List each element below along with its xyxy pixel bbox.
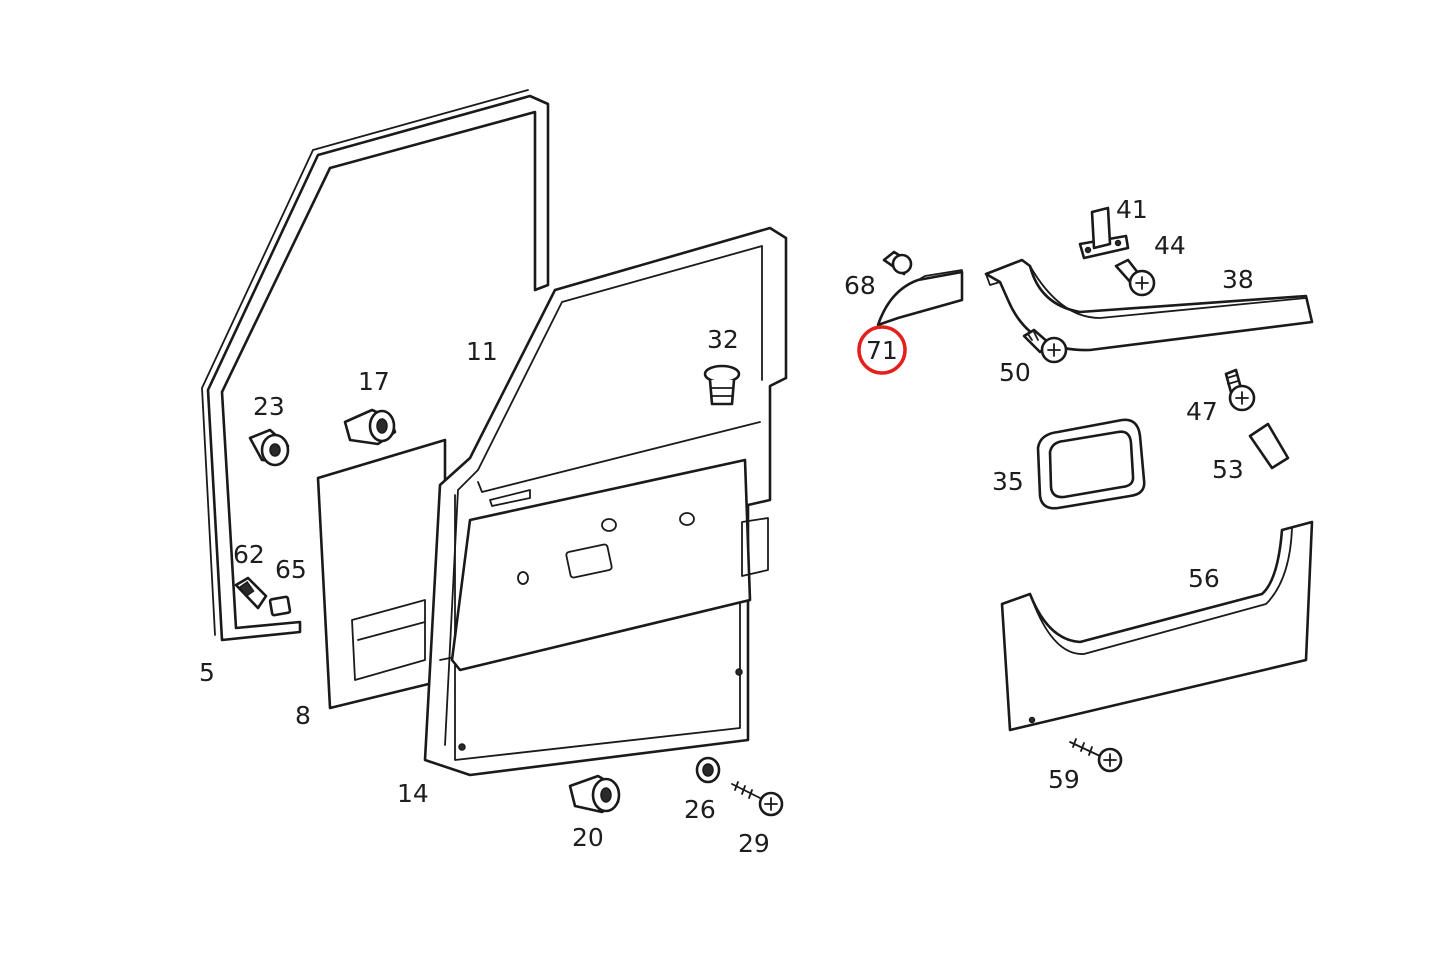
label-35: 35 bbox=[992, 467, 1024, 496]
label-68: 68 bbox=[844, 271, 876, 300]
part-23-push-clip bbox=[248, 428, 290, 467]
label-71: 71 bbox=[866, 336, 898, 365]
label-17: 17 bbox=[358, 367, 390, 396]
label-14: 14 bbox=[397, 779, 429, 808]
label-8: 8 bbox=[295, 701, 311, 730]
part-56-door-pocket bbox=[1000, 520, 1314, 732]
part-53-cap bbox=[1248, 422, 1290, 470]
label-5: 5 bbox=[199, 658, 215, 687]
part-8-door-card bbox=[316, 438, 447, 710]
label-11: 11 bbox=[466, 337, 498, 366]
part-71-cover-trim bbox=[876, 269, 964, 327]
part-32-bump-stop bbox=[703, 364, 741, 406]
part-59-screw bbox=[1069, 738, 1123, 773]
label-20: 20 bbox=[572, 823, 604, 852]
label-41: 41 bbox=[1116, 195, 1148, 224]
part-29-screw bbox=[731, 781, 784, 817]
label-44: 44 bbox=[1154, 231, 1186, 260]
label-47: 47 bbox=[1186, 397, 1218, 426]
label-32: 32 bbox=[707, 325, 739, 354]
label-65: 65 bbox=[275, 555, 307, 584]
label-23: 23 bbox=[253, 392, 285, 421]
label-56: 56 bbox=[1188, 564, 1220, 593]
highlight-ring bbox=[857, 325, 907, 375]
label-29: 29 bbox=[738, 829, 770, 858]
label-53: 53 bbox=[1212, 455, 1244, 484]
label-59: 59 bbox=[1048, 765, 1080, 794]
label-26: 26 bbox=[684, 795, 716, 824]
part-65-square-clip bbox=[268, 595, 292, 617]
part-68-screw bbox=[882, 250, 913, 276]
part-35-handle-bezel bbox=[1036, 418, 1146, 510]
part-5-door-seal bbox=[201, 89, 550, 642]
part-20-clip bbox=[568, 774, 621, 814]
part-17-clip bbox=[343, 408, 397, 446]
part-44-screw bbox=[1114, 258, 1156, 297]
part-62-clip bbox=[234, 576, 268, 610]
part-41-bracket bbox=[1078, 206, 1130, 260]
part-26-nut bbox=[695, 756, 721, 784]
part-38-armrest-trim bbox=[984, 258, 1314, 352]
part-50-screw bbox=[1022, 328, 1068, 364]
label-62: 62 bbox=[233, 540, 265, 569]
label-50: 50 bbox=[999, 358, 1031, 387]
part-47-screw bbox=[1224, 368, 1256, 412]
part-11-inner-panel bbox=[450, 458, 769, 751]
label-38: 38 bbox=[1222, 265, 1254, 294]
